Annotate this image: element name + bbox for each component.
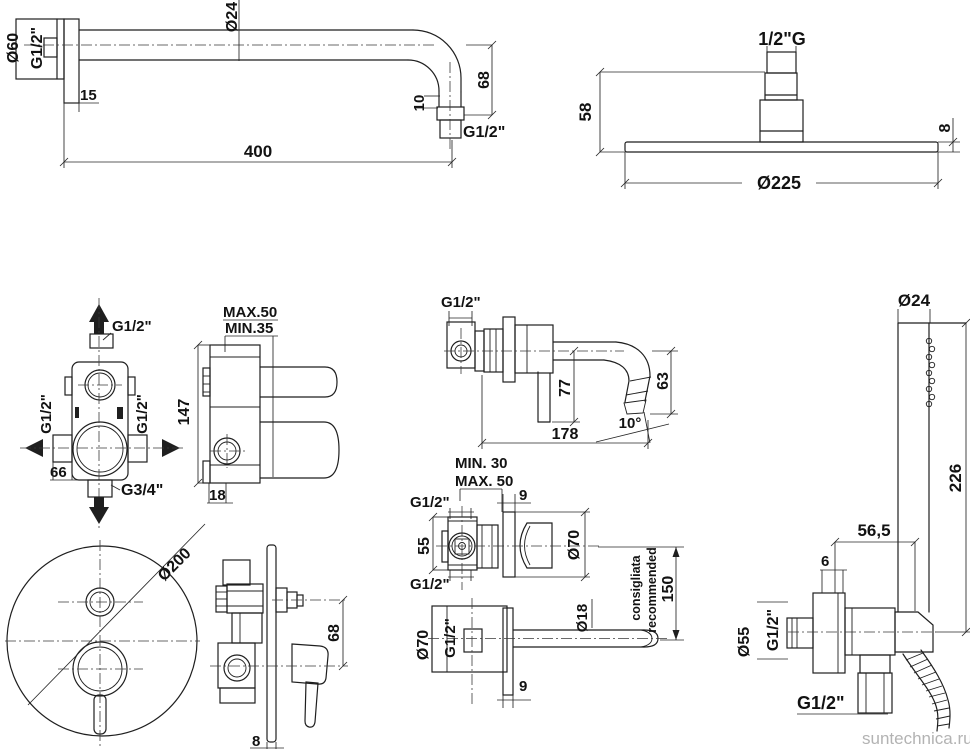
plate-diameter-label: Ø200 bbox=[155, 545, 195, 585]
stop-valve-drawing: MIN. 30 MAX. 50 9 G1/2" Ø70 bbox=[410, 455, 600, 593]
distance-note-it-label: consigliata bbox=[629, 554, 643, 620]
shower-head-drawing: 1/2"G 58 8 Ø225 bbox=[576, 29, 960, 193]
arm-flange-thread-label: G1/2" bbox=[29, 27, 46, 69]
valve-front-drawing: G1/2" G1/2" G1/2" 66 G3/4" bbox=[20, 298, 185, 528]
holder-offset-label: 56,5 bbox=[857, 521, 890, 540]
valve-left-thread-label: G1/2" bbox=[38, 394, 55, 434]
hose-ribbing bbox=[905, 652, 951, 727]
watermark: suntechnica.ru bbox=[862, 729, 970, 748]
valve-top-thread-label: G1/2" bbox=[112, 318, 152, 335]
valve-min-depth-label: MIN.35 bbox=[225, 320, 273, 337]
handshower-dia-label: Ø24 bbox=[898, 291, 931, 310]
hose-thread-label: G1/2" bbox=[797, 693, 845, 713]
holder-flange-dia-label: Ø55 bbox=[736, 627, 753, 657]
arm-tube-diameter-label: Ø24 bbox=[224, 2, 241, 32]
spout-side-drawing: G1/2" 77 63 10° bbox=[441, 294, 678, 449]
stopvalve-max-label: MAX. 50 bbox=[455, 473, 513, 490]
valve-right-thread-label: G1/2" bbox=[134, 394, 151, 434]
stopvalve-flange-dia-label: Ø70 bbox=[566, 530, 583, 560]
plate-thickness-label: 8 bbox=[252, 733, 260, 749]
distance-note-en-label: recommended bbox=[645, 547, 659, 632]
arm-plate-depth-label: 15 bbox=[80, 87, 97, 104]
shower-arm-drawing: Ø24 15 400 68 10 G1/2" G1/2" Ø60 bbox=[5, 0, 505, 168]
recommended-distance-label: 150 bbox=[660, 576, 677, 603]
valve-height-label: 147 bbox=[176, 399, 193, 426]
trim-plate-front-drawing: Ø200 bbox=[5, 523, 206, 748]
stopvalve-min-label: MIN. 30 bbox=[455, 455, 508, 472]
spoutplan-thread-label: G1/2" bbox=[442, 618, 459, 658]
valve-max-depth-label: MAX.50 bbox=[223, 304, 277, 321]
holder-flange-gap-label: 6 bbox=[821, 553, 829, 570]
spout-plan-drawing: Ø70 G1/2" Ø18 9 consigliata recommended … bbox=[415, 546, 684, 708]
valve-side-drawing: MAX.50 MIN.35 147 18 bbox=[176, 304, 340, 504]
handshower-texture bbox=[925, 337, 936, 408]
valve-depth-label: 66 bbox=[50, 464, 67, 481]
hand-shower-drawing: Ø24 6 bbox=[736, 291, 970, 732]
head-thread-label: 1/2"G bbox=[758, 29, 806, 49]
head-height-label: 58 bbox=[576, 103, 595, 122]
trim-plate-side-drawing: 68 8 bbox=[210, 544, 348, 749]
spout-angle-label: 10° bbox=[619, 415, 642, 432]
stopvalve-top-thread-label: G1/2" bbox=[410, 494, 450, 511]
stopvalve-bottom-thread-label: G1/2" bbox=[410, 576, 450, 593]
spoutplan-flange-dia-label: Ø70 bbox=[415, 630, 432, 660]
stopvalve-size-label: 55 bbox=[416, 537, 433, 555]
plate-spacing-label: 68 bbox=[326, 624, 343, 642]
stopvalve-plate-label: 9 bbox=[519, 487, 527, 504]
spout-length-label: 178 bbox=[552, 426, 579, 443]
arm-length-label: 400 bbox=[244, 142, 272, 161]
arm-nut-height-label: 10 bbox=[411, 95, 428, 112]
spoutplan-plate-label: 9 bbox=[519, 678, 527, 695]
head-plate-thickness-label: 8 bbox=[937, 123, 954, 132]
spout-drop-label: 77 bbox=[557, 379, 574, 397]
arm-flange-diameter-label: Ø60 bbox=[5, 33, 22, 63]
valve-bottom-thread-label: G3/4" bbox=[121, 482, 163, 499]
handshower-length-label: 226 bbox=[946, 464, 965, 492]
arm-outlet-thread-label: G1/2" bbox=[463, 124, 505, 141]
spout-thread-label: G1/2" bbox=[441, 294, 481, 311]
holder-thread-label: G1/2" bbox=[765, 609, 782, 651]
spoutplan-tube-dia-label: Ø18 bbox=[574, 604, 591, 632]
head-diameter-label: Ø225 bbox=[757, 173, 801, 193]
arm-drop-label: 68 bbox=[476, 71, 493, 89]
spout-end-drop-label: 63 bbox=[655, 372, 672, 390]
valve-base-label: 18 bbox=[209, 487, 226, 504]
